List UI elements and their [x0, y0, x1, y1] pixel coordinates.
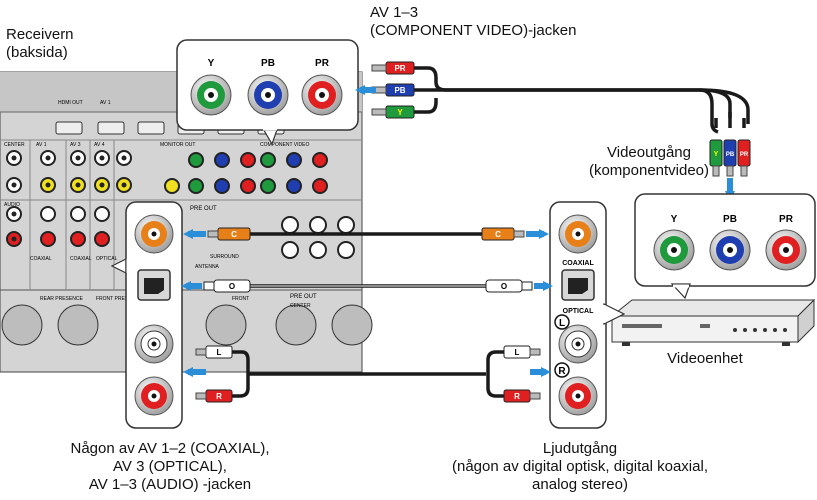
- device-audio-callout: COAXIAL OPTICAL L R: [549, 201, 626, 429]
- plug-pr-label: PR: [394, 64, 405, 73]
- audio-output-label: Ljudutgång (någon av digital optisk, dig…: [420, 440, 740, 494]
- receiver-audio-jacks-label: Någon av AV 1–2 (COAXIAL), AV 3 (OPTICAL…: [40, 440, 300, 494]
- panel-pre-out-label-2: PRE OUT: [290, 294, 317, 300]
- optical-plug-right-label: O: [501, 282, 507, 291]
- panel-monitor-out-label: MONITOR OUT: [160, 142, 195, 148]
- receiver-label: Receivern (baksida): [6, 26, 74, 62]
- device-component-callout: Y PB PR: [634, 193, 816, 300]
- device-optical-label: OPTICAL: [563, 308, 594, 315]
- panel-av4-col-label: AV 4: [94, 142, 105, 148]
- panel-front-label: FRONT: [232, 296, 249, 302]
- audio-signal-arrows: [181, 229, 553, 377]
- video-device-player-icon: [610, 298, 816, 346]
- panel-antenna-label: ANTENNA: [195, 264, 220, 270]
- panel-coaxial-label-2: COAXIAL: [70, 256, 92, 262]
- video-output-label: Videoutgång (komponentvideo): [584, 144, 714, 180]
- device-plug-y-label: Y: [714, 151, 719, 158]
- coax-plug-right-label: C: [495, 230, 501, 239]
- panel-av3-col-label: AV 3: [70, 142, 81, 148]
- analog-stereo-cable: L R L R: [195, 345, 541, 403]
- coax-plug-left-label: C: [231, 230, 237, 239]
- analog-plug-left-r-label: R: [216, 392, 222, 401]
- receiver-component-callout: Y PB PR: [176, 39, 359, 146]
- audio-output-label-line1: Ljudutgång: [542, 440, 618, 457]
- receiver-jack-pr-label: PR: [315, 58, 330, 69]
- receiver-audio-label-line2: AV 3 (OPTICAL),: [113, 458, 227, 475]
- optical-plug-left-label: O: [229, 282, 235, 291]
- panel-optical-label: OPTICAL: [96, 256, 118, 262]
- plug-y-label: Y: [397, 108, 403, 117]
- panel-component-video-label: COMPONENT VIDEO: [260, 142, 309, 148]
- receiver-audio-label-line1: Någon av AV 1–2 (COAXIAL),: [70, 440, 270, 457]
- receiver-audio-label-line3: AV 1–3 (AUDIO) -jacken: [88, 476, 252, 493]
- panel-pre-out-label: PRE OUT: [190, 206, 217, 212]
- panel-coaxial-label-1: COAXIAL: [30, 256, 52, 262]
- panel-surround-label: SURROUND: [210, 254, 239, 260]
- receiver-label-line2: (baksida): [6, 44, 68, 61]
- panel-av1-label: AV 1: [100, 100, 111, 106]
- analog-plug-right-l-label: L: [515, 348, 520, 357]
- component-jacks-label-line2: (COMPONENT VIDEO)-jacken: [370, 22, 577, 39]
- device-plug-pb-label: PB: [726, 152, 735, 158]
- video-output-label-line2: (komponentvideo): [588, 162, 710, 179]
- device-coaxial-label: COAXIAL: [562, 260, 594, 267]
- panel-hdmi-out-label: HDMI OUT: [58, 100, 83, 106]
- device-plug-pr-label: PR: [740, 152, 749, 158]
- plug-pb-label: PB: [394, 86, 405, 95]
- device-jack-y-label: Y: [671, 214, 678, 225]
- device-jack-pr-label: PR: [779, 214, 794, 225]
- receiver-jack-pb-label: PB: [261, 58, 275, 69]
- component-jacks-label-line1: AV 1–3: [370, 4, 419, 21]
- video-device-label: Videoenhet: [667, 350, 743, 367]
- analog-plug-right-r-label: R: [514, 392, 520, 401]
- panel-audio-label: AUDIO: [4, 202, 20, 208]
- video-output-label-line1: Videoutgång: [607, 144, 691, 161]
- device-right-marker: R: [558, 366, 566, 377]
- receiver-label-line1: Receivern: [6, 26, 74, 43]
- component-video-cable: PR PB Y Y PB PR: [355, 61, 751, 201]
- audio-output-label-line3: analog stereo): [532, 476, 628, 493]
- panel-av1-col-label: AV 1: [36, 142, 47, 148]
- optical-cable: O O: [203, 279, 533, 293]
- receiver-jack-y-label: Y: [208, 58, 215, 69]
- panel-center-label-2: CENTER: [290, 303, 311, 309]
- panel-rear-presence-label: REAR PRESENCE: [40, 296, 83, 302]
- analog-plug-left-l-label: L: [217, 348, 222, 357]
- component-jacks-label: AV 1–3 (COMPONENT VIDEO)-jacken: [370, 4, 576, 40]
- receiver-audio-callout: [110, 201, 183, 429]
- device-jack-pb-label: PB: [723, 214, 737, 225]
- coaxial-cable: C C: [207, 227, 525, 241]
- device-left-marker: L: [559, 318, 565, 329]
- panel-front-presence-label: FRONT PRESENCE: [96, 296, 143, 302]
- audio-output-label-line2: (någon av digital optisk, digital koaxia…: [452, 458, 708, 475]
- panel-center-label: CENTER: [4, 142, 25, 148]
